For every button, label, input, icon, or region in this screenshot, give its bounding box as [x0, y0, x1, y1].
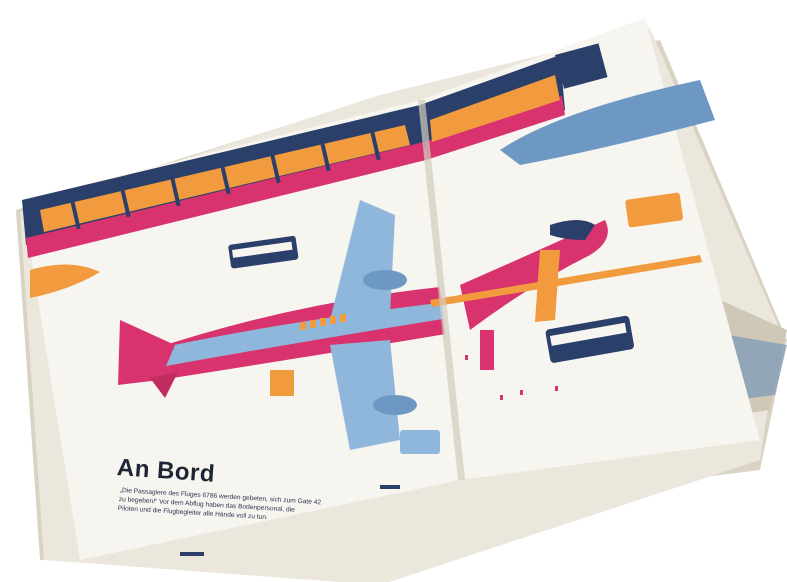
fuel-truck	[480, 330, 494, 370]
bus-right	[545, 315, 634, 363]
parked-airplane	[500, 80, 715, 165]
bus-left	[228, 235, 299, 269]
jet-bridge	[554, 43, 608, 89]
catering-truck	[400, 430, 440, 454]
left-page	[22, 100, 470, 560]
right-page	[420, 18, 760, 480]
service-box	[270, 370, 294, 396]
main-airplane	[118, 200, 470, 450]
tug-truck	[625, 192, 683, 228]
